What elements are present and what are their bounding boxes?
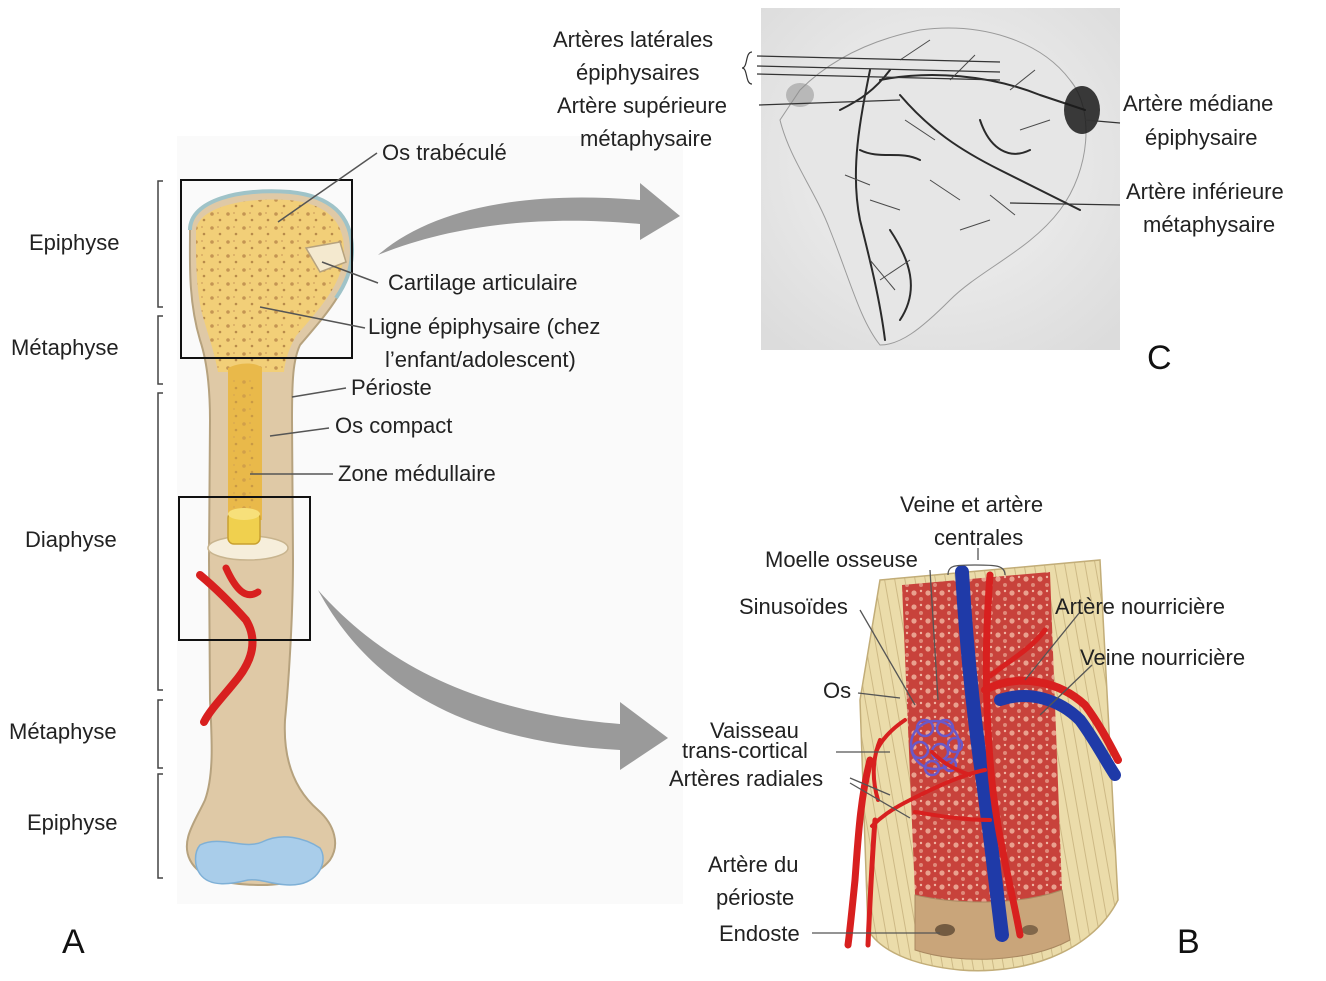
label-perioste: Périoste [351, 376, 432, 400]
label-artere-superieure-1: Artère supérieure [557, 94, 727, 118]
label-os: Os [823, 679, 851, 703]
label-os-trabecule: Os trabéculé [382, 141, 507, 165]
label-artere-inferieure-2: métaphysaire [1143, 213, 1275, 237]
distal-cartilage [196, 837, 324, 885]
panel-letter-c: C [1147, 340, 1172, 376]
region-label-epiphyse-top: Epiphyse [29, 231, 120, 255]
region-label-diaphyse: Diaphyse [25, 528, 117, 552]
region-label-metaphyse-top: Métaphyse [11, 336, 119, 360]
cortical-bone-block [848, 560, 1118, 971]
label-arteres-laterales-1: Artères latérales [553, 28, 713, 52]
label-ligne-epiphysaire-1: Ligne épiphysaire (chez [368, 315, 600, 339]
label-artere-superieure-2: métaphysaire [580, 127, 712, 151]
xray-image [761, 8, 1120, 350]
label-artere-nourriciere: Artère nourricière [1055, 595, 1225, 619]
label-arteres-radiales: Artères radiales [669, 767, 823, 791]
label-sinusoides: Sinusoïdes [739, 595, 848, 619]
label-os-compact: Os compact [335, 414, 452, 438]
label-zone-medullaire: Zone médullaire [338, 462, 496, 486]
panel-letter-b: B [1177, 924, 1200, 960]
region-brackets [158, 181, 163, 878]
region-label-metaphyse-bottom: Métaphyse [9, 720, 117, 744]
label-moelle-osseuse: Moelle osseuse [765, 548, 918, 572]
label-veine-arteres-centrales-1: Veine et artère [900, 493, 1043, 517]
label-endoste: Endoste [719, 922, 800, 946]
label-artere-perioste-2: périoste [716, 886, 794, 910]
panel-letter-a: A [62, 924, 85, 960]
label-artere-inferieure-1: Artère inférieure [1126, 180, 1284, 204]
label-artere-mediane-2: épiphysaire [1145, 126, 1258, 150]
bone-illustration [158, 136, 683, 904]
label-ligne-epiphysaire-2: l’enfant/adolescent) [385, 348, 576, 372]
label-vaisseau-trans-cortical-2: trans-cortical [682, 739, 808, 763]
label-veine-nourriciere: Veine nourricière [1080, 646, 1245, 670]
region-label-epiphyse-bottom: Epiphyse [27, 811, 118, 835]
label-artere-mediane-1: Artère médiane [1123, 92, 1273, 116]
label-veine-arteres-centrales-2: centrales [934, 526, 1023, 550]
label-arteres-laterales-2: épiphysaires [576, 61, 700, 85]
label-cartilage-articulaire: Cartilage articulaire [388, 271, 578, 295]
label-artere-perioste-1: Artère du [708, 853, 799, 877]
